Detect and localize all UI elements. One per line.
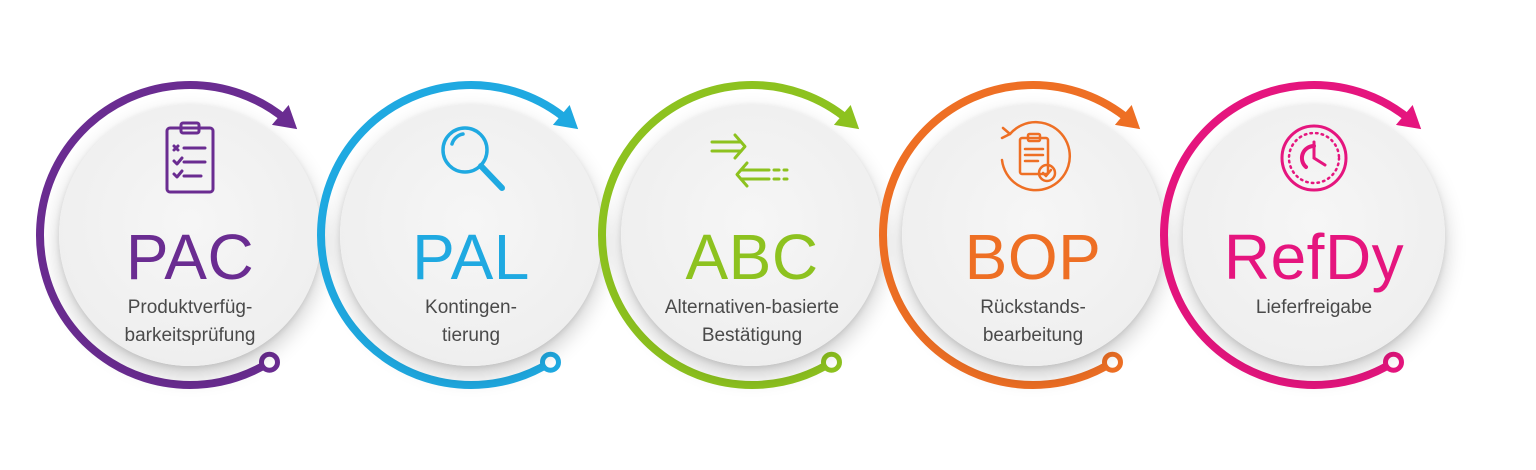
cycle-arrow bbox=[36, 81, 298, 389]
step-abbreviation: BOP bbox=[964, 221, 1102, 293]
step-abc: ABC Alternativen-basierte Bestätigung bbox=[592, 0, 912, 470]
cycle-arrow bbox=[1160, 81, 1422, 389]
cycle-arc bbox=[1160, 81, 1413, 389]
cycle-arc bbox=[36, 81, 289, 389]
arrowhead bbox=[271, 104, 298, 130]
cycle-arc bbox=[879, 81, 1132, 389]
step-description: Rückstands- bearbeitung bbox=[980, 297, 1086, 346]
arc-start-dot bbox=[539, 351, 561, 373]
step-disc bbox=[621, 104, 883, 366]
step-disc bbox=[340, 104, 602, 366]
step-bop: BOP Rückstands- bearbeitung bbox=[873, 0, 1193, 470]
step-description: Produktverfüg- barkeitsprüfung bbox=[124, 297, 256, 346]
step-abbreviation: PAL bbox=[412, 221, 530, 293]
step-abbreviation: PAC bbox=[125, 221, 255, 293]
arrowhead bbox=[552, 104, 579, 130]
step-abbreviation: ABC bbox=[685, 221, 819, 293]
arrowhead bbox=[1395, 104, 1422, 130]
cycle-arrow bbox=[598, 81, 860, 389]
step-abbreviation: RefDy bbox=[1223, 221, 1405, 293]
arrowhead bbox=[1114, 104, 1141, 130]
step-refdy: RefDy Lieferfreigabe bbox=[1154, 0, 1474, 470]
clipboard-refresh-icon bbox=[988, 118, 1078, 198]
cycle-arrow bbox=[879, 81, 1141, 389]
cycle-arc bbox=[317, 81, 570, 389]
step-disc bbox=[902, 104, 1164, 366]
arc-start-dot bbox=[258, 351, 280, 373]
step-pac: PAC Produktverfüg- barkeitsprüfung bbox=[30, 0, 350, 470]
step-description: Kontingen- tierung bbox=[425, 297, 517, 346]
magnifier-icon bbox=[426, 118, 516, 198]
arrowhead bbox=[833, 104, 860, 130]
cycle-arrow bbox=[317, 81, 579, 389]
exchange-arrows-icon bbox=[707, 118, 797, 198]
arc-start-dot bbox=[1101, 351, 1123, 373]
step-pal: PAL Kontingen- tierung bbox=[311, 0, 631, 470]
step-description: Alternativen-basierte Bestätigung bbox=[664, 297, 840, 346]
clock-icon bbox=[1269, 118, 1359, 198]
clipboard-checklist-icon bbox=[145, 118, 235, 198]
arc-start-dot bbox=[1382, 351, 1404, 373]
arc-start-dot bbox=[820, 351, 842, 373]
step-description: Lieferfreigabe bbox=[1255, 297, 1373, 318]
cycle-arc bbox=[598, 81, 851, 389]
